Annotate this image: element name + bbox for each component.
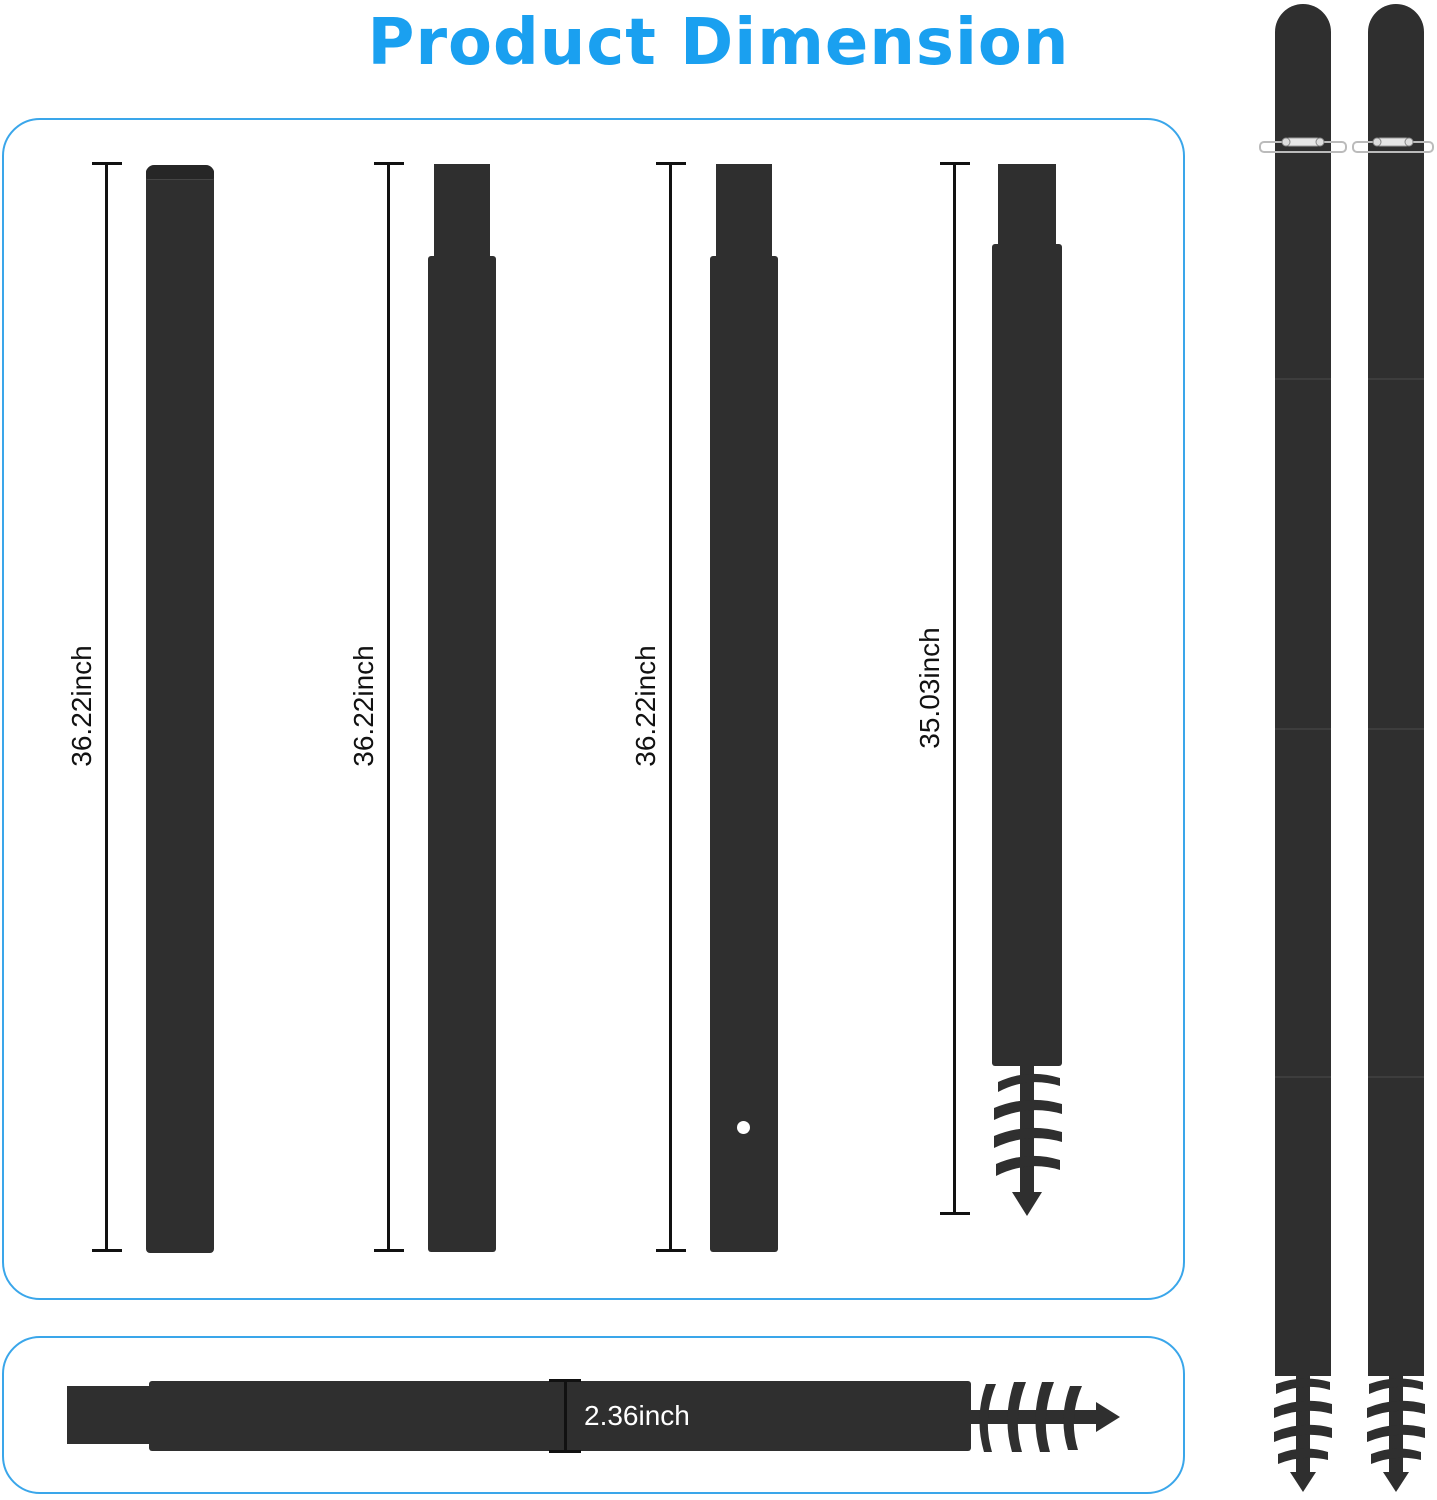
assembled-pole-left	[1275, 4, 1331, 1376]
clamp-icon	[1352, 137, 1434, 153]
pole-1-image	[146, 168, 214, 1253]
dimension-line	[387, 163, 390, 1251]
dimension-cap-bottom	[374, 1249, 404, 1252]
pole-1-length-label: 36.22inch	[66, 645, 97, 767]
diameter-line	[564, 1380, 567, 1452]
assembled-pole-right	[1368, 4, 1424, 1376]
dimension-cap-bottom	[656, 1249, 686, 1252]
horizontal-pole-image	[149, 1381, 971, 1451]
dimension-cap-bottom	[940, 1212, 970, 1215]
pole-3-image	[710, 256, 778, 1252]
joint-line	[1275, 1076, 1331, 1078]
clamp-icon	[1259, 137, 1347, 153]
page-title: Product Dimension	[367, 6, 1070, 80]
pole-2-image	[428, 256, 496, 1252]
pole-3-length-label: 36.22inch	[630, 645, 661, 767]
pole-4-image	[992, 244, 1062, 1066]
dimension-cap-bottom	[92, 1249, 122, 1252]
diameter-label: 2.36inch	[584, 1400, 690, 1431]
pole-2-connector	[434, 164, 490, 260]
auger-screw-icon	[994, 1064, 1062, 1216]
pin-hole	[737, 1121, 750, 1134]
joint-line	[1275, 728, 1331, 730]
pole-3-connector	[716, 164, 772, 260]
auger-screw-icon	[1367, 1372, 1425, 1492]
horizontal-pole-connector	[67, 1386, 155, 1444]
joint-line	[1368, 378, 1424, 380]
pole-1-cap	[146, 165, 214, 180]
pole-4-connector	[998, 164, 1056, 248]
joint-line	[1368, 1076, 1424, 1078]
dimension-line	[105, 163, 108, 1251]
dimension-line	[953, 163, 956, 1215]
pole-4-length-label: 35.03inch	[914, 627, 945, 749]
auger-screw-icon	[1274, 1372, 1332, 1492]
horizontal-auger-icon	[968, 1382, 1120, 1452]
pole-2-length-label: 36.22inch	[348, 645, 379, 767]
joint-line	[1275, 378, 1331, 380]
diameter-cap-bottom	[549, 1450, 581, 1453]
joint-line	[1368, 728, 1424, 730]
dimension-line	[669, 163, 672, 1251]
